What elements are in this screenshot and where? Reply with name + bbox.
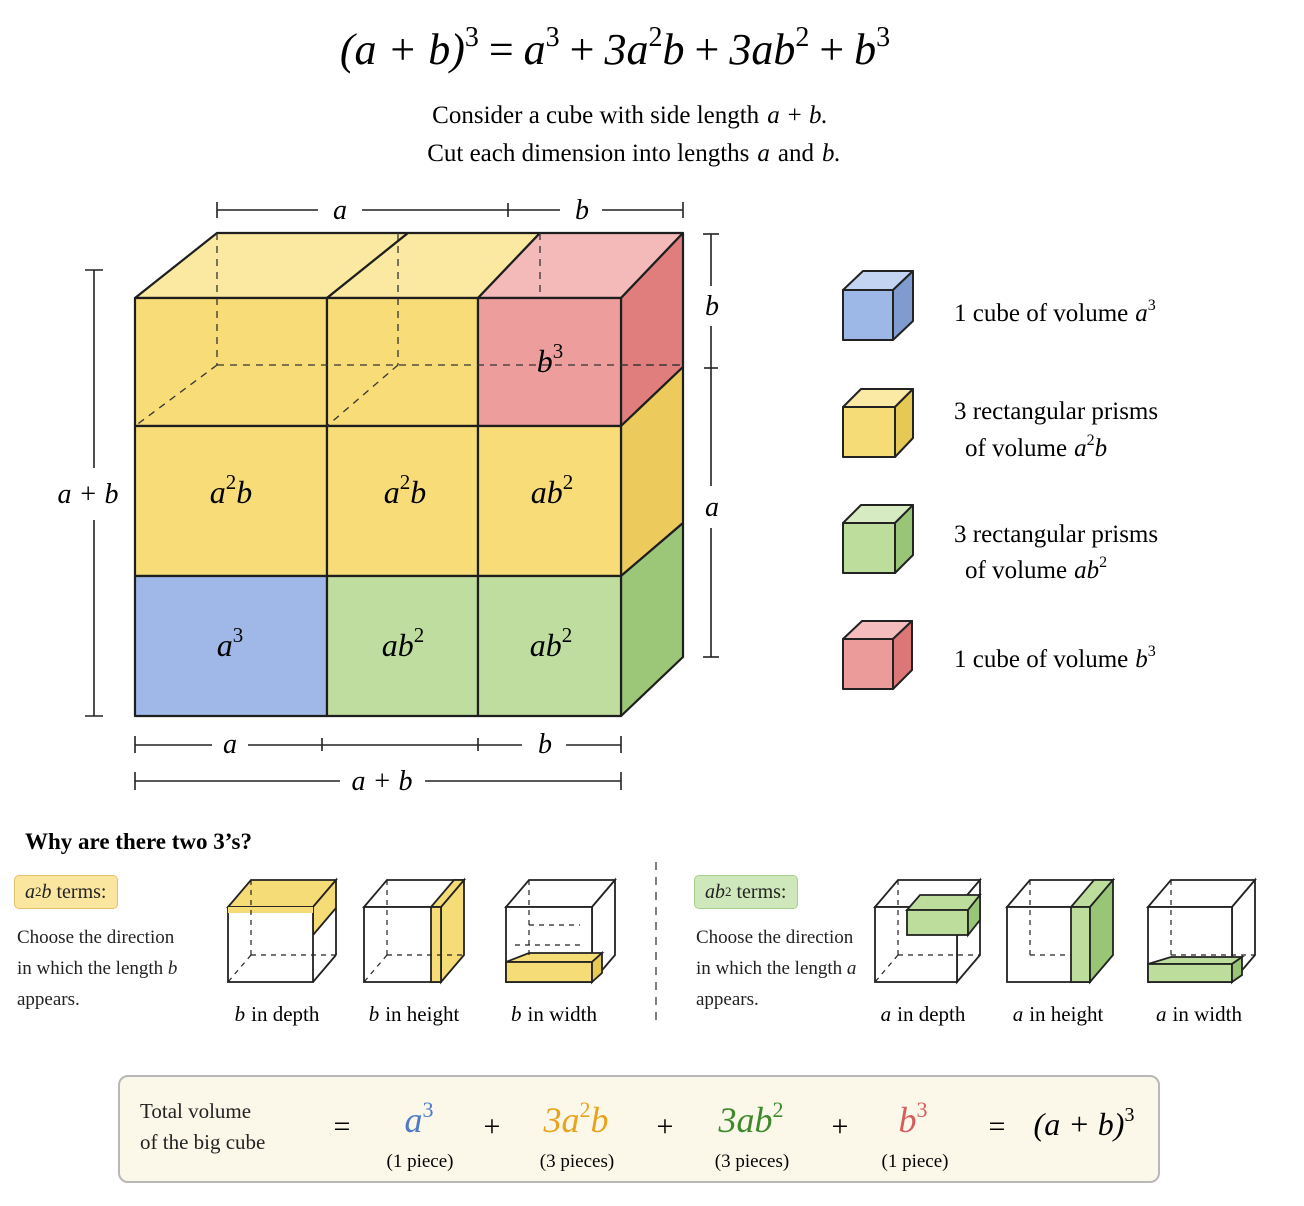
- legend-icon-red-cube: [842, 620, 913, 690]
- cell-ab2-bottom-2: [476, 574, 623, 718]
- label-a2b-1: a2b: [210, 470, 253, 510]
- a2b-explanation: Choose the direction in which the length…: [17, 927, 178, 1010]
- legend-3-line-1: 3 rectangular prisms: [954, 521, 1158, 548]
- legend-icon-green-prism: [842, 504, 914, 574]
- small-cube-a-width: [1146, 877, 1257, 985]
- cell-ab2-bottom-1: [325, 574, 480, 718]
- cell-labels: b3 a2b a2b ab2 a3 ab2 ab2: [210, 339, 574, 663]
- small-cube-b-depth: [226, 877, 338, 983]
- front-top-mid: [325, 296, 480, 428]
- small-cube-a-height: [1005, 877, 1115, 985]
- small-cube-a-depth: [873, 877, 982, 985]
- title-formula: (a + b)3=a3+3a2b+3ab2+b3: [340, 22, 890, 74]
- dim-bottom-b: b: [538, 729, 552, 760]
- dim-right-a: a: [705, 492, 719, 523]
- dim-bottom-a: a: [223, 729, 237, 760]
- hidden-edges: [134, 233, 683, 427]
- legend-icon-yellow-prism: [842, 388, 914, 458]
- dim-right-b: b: [705, 291, 719, 322]
- dim-left-ab: a + b: [58, 479, 119, 510]
- small-cube-b-height: [362, 877, 466, 985]
- label-a2b-2: a2b: [384, 470, 427, 510]
- legend-2-line-1: 3 rectangular prisms: [954, 398, 1158, 425]
- label-ab2-bottom-1: ab2: [382, 623, 425, 663]
- cell-a2b-1: [133, 424, 329, 578]
- ab2-explanation: Choose the direction in which the length…: [696, 927, 857, 1010]
- label-ab2-mid: ab2: [531, 470, 574, 510]
- cell-a2b-2: [325, 424, 480, 578]
- dim-top-a: a: [333, 195, 347, 226]
- label-ab2-bottom-2: ab2: [530, 623, 573, 663]
- why-heading: Why are there two 3’s?: [25, 829, 252, 854]
- legend-icon-blue-cube: [842, 270, 914, 341]
- total-volume-label: Total volume of the big cube: [140, 1099, 266, 1154]
- dim-bottom-ab: a + b: [352, 766, 413, 797]
- dimension-labels: a b b a a + b a b a + b: [58, 195, 719, 797]
- label-a3: a3: [217, 623, 244, 663]
- small-cube-b-width: [504, 877, 617, 985]
- front-top-left: [133, 296, 329, 428]
- total-volume-box: [118, 1075, 1160, 1183]
- cell-ab2-mid: [476, 424, 623, 578]
- label-b3: b3: [537, 339, 564, 379]
- dimension-lines: [85, 202, 719, 790]
- cell-b3: [476, 296, 623, 428]
- big-cube: [133, 231, 685, 718]
- dim-top-b: b: [575, 195, 589, 226]
